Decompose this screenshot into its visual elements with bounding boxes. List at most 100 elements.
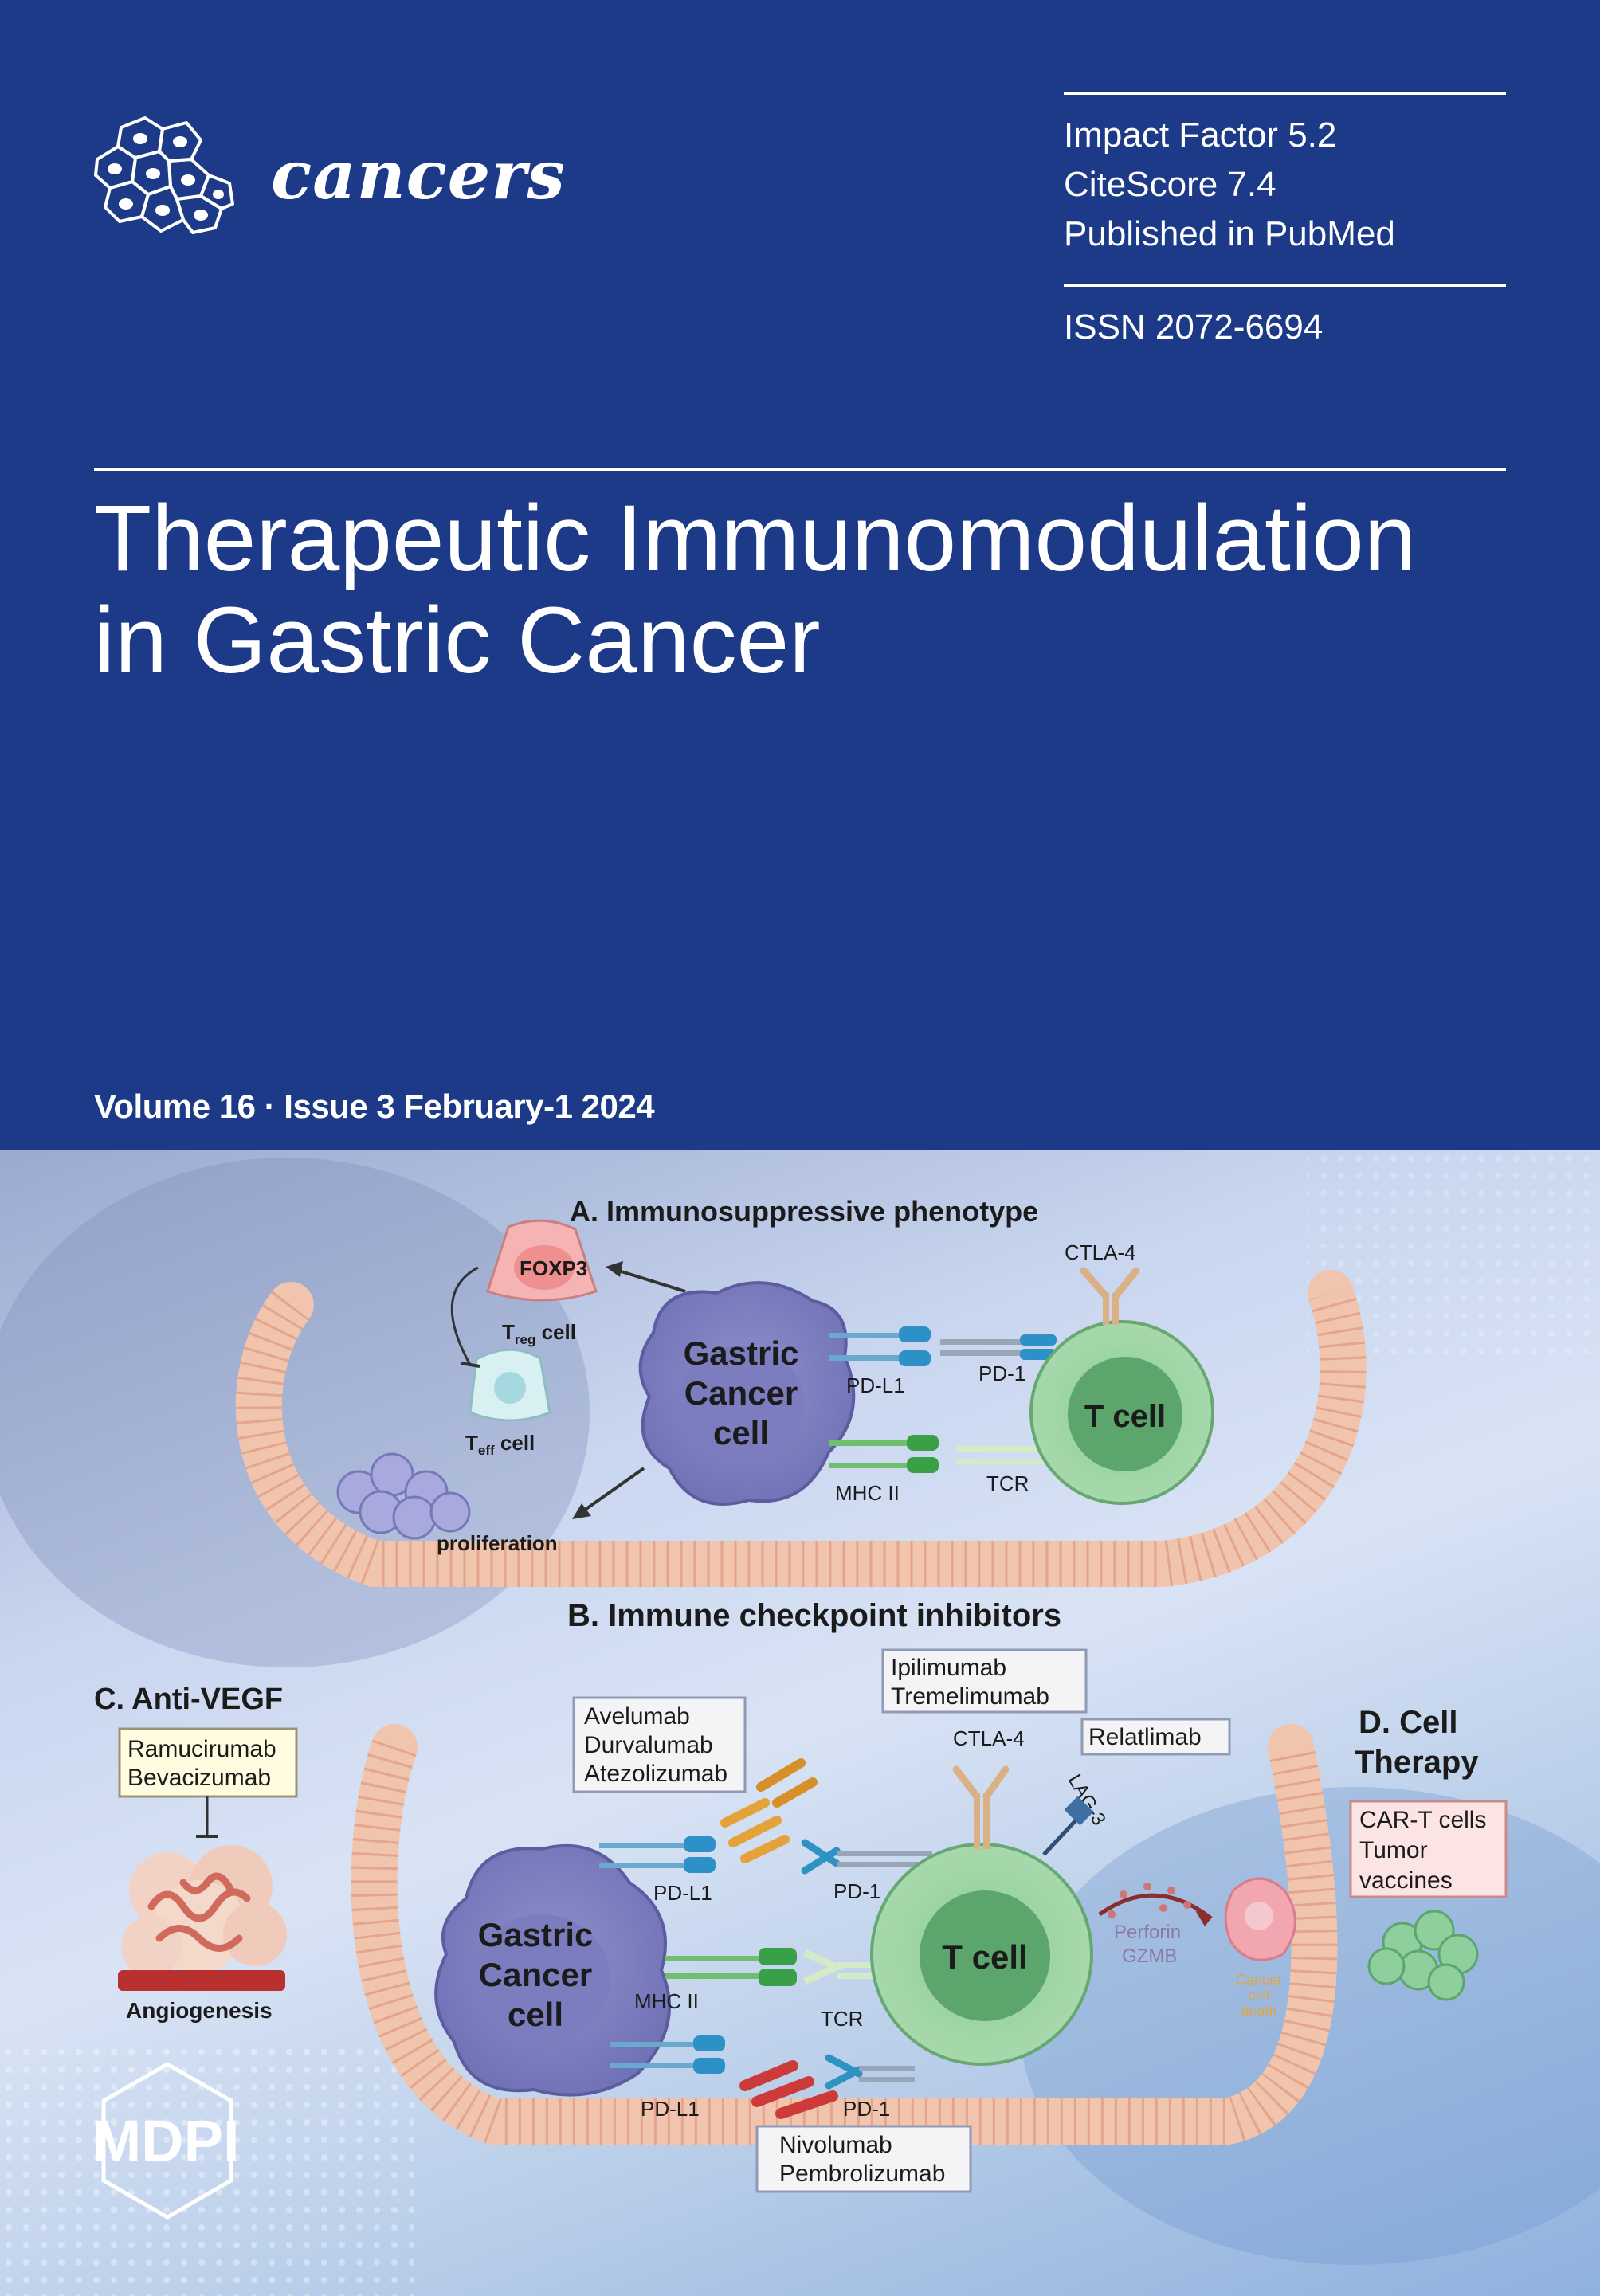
t-cell-label-a: T cell	[1084, 1399, 1166, 1434]
inhibition-arrow	[450, 1266, 479, 1365]
proliferation-cluster	[336, 1452, 471, 1540]
pdl1-label-b-top: PD-L1	[653, 1881, 712, 1905]
article-title-line-2: in Gastric Cancer	[94, 588, 821, 693]
cytotoxic-arrow	[1098, 1893, 1213, 1920]
treg-label: Treg cell	[502, 1320, 576, 1347]
inhibition-bar	[460, 1362, 480, 1368]
mhc2-label-a: MHC II	[835, 1481, 900, 1505]
ctla4-inhibitors-box	[881, 1648, 1088, 1714]
pdl1-pd1-interaction-b-top	[599, 1758, 932, 1875]
gastric-label-b-1: Gastric	[478, 1916, 594, 1953]
ramucirumab-label: Ramucirumab	[127, 1736, 276, 1762]
t-cell-nucleus-b	[920, 1890, 1050, 2021]
bg-dot-pattern	[0, 2042, 414, 2296]
article-title: Therapeutic Immunomodulation in Gastric …	[94, 488, 1528, 692]
tremelimumab-label: Tremelimumab	[891, 1683, 1049, 1710]
gastric-label-b-3: cell	[508, 1996, 563, 2033]
teff-nucleus	[494, 1372, 526, 1404]
mdpi-wordmark: MDPI	[92, 2108, 240, 2174]
panel-c: C. Anti-VEGF Ramucirumab Bevacizumab Ang…	[94, 1683, 298, 2023]
t-cell-nucleus-a	[1068, 1357, 1182, 1471]
atezolizumab-label: Atezolizumab	[584, 1761, 727, 1787]
article-title-line-1: Therapeutic Immunomodulation	[94, 486, 1417, 591]
tcr-label-a: TCR	[986, 1471, 1029, 1495]
metrics-bottom-divider	[1064, 284, 1506, 287]
cell-therapy-box	[1349, 1800, 1508, 1898]
tumor-vessel-icon	[121, 1845, 287, 1977]
panel-a-heading: A. Immunosuppressive phenotype	[570, 1195, 1038, 1228]
proliferation-label: proliferation	[437, 1531, 558, 1555]
treg-nucleus	[514, 1245, 575, 1290]
cancer-nucleus-b	[473, 1914, 610, 2042]
pd1-label-a: PD-1	[978, 1362, 1025, 1385]
issue-info: Volume 16 · Issue 3 February-1 2024	[94, 1087, 655, 1125]
pd1-label-b-bottom: PD-1	[843, 2097, 890, 2121]
arrowhead	[572, 1503, 591, 1519]
foxp3-label: FOXP3	[520, 1256, 587, 1280]
durvalumab-label: Durvalumab	[584, 1732, 713, 1758]
panel-c-heading: C. Anti-VEGF	[94, 1683, 283, 1716]
ctla4-receptor-b	[952, 1765, 1010, 1849]
t-cell-label-b: T cell	[942, 1938, 1027, 1976]
lag3-stem	[1042, 1819, 1077, 1856]
metrics-top-divider	[1064, 92, 1506, 95]
tcr-label-b: TCR	[821, 2007, 863, 2031]
avelumab-label: Avelumab	[584, 1703, 690, 1730]
figure-illustration: A. Immunosuppressive phenotype FOXP3 Tre…	[0, 1150, 1600, 2296]
epithelium-cells	[235, 1285, 1367, 1587]
cell-death-label-2: cell	[1248, 1988, 1269, 2004]
bevacizumab-label: Bevacizumab	[127, 1765, 271, 1791]
gastric-label-2: Cancer	[684, 1374, 798, 1412]
panel-d-heading-1: D. Cell	[1359, 1705, 1457, 1740]
panel-d-heading-2: Therapy	[1355, 1745, 1479, 1780]
gastric-label-3: cell	[713, 1414, 769, 1452]
blood-vessel	[118, 1970, 285, 1991]
pdl1-pd1-interaction-a	[829, 1326, 1057, 1366]
pd1-inhibitors-box	[755, 2125, 972, 2193]
cell-death-label-3: death	[1241, 2004, 1276, 2020]
epithelium-layer	[351, 1724, 1338, 2145]
title-divider	[94, 468, 1506, 471]
pubmed-status: Published in PubMed	[1064, 214, 1395, 253]
panel-b-heading: B. Immune checkpoint inhibitors	[567, 1598, 1061, 1633]
angiogenesis-label: Angiogenesis	[126, 1998, 273, 2023]
car-t-label: CAR-T cells	[1359, 1807, 1486, 1833]
pdl1-label-a: PD-L1	[846, 1373, 905, 1397]
ctla4-receptor-a	[1080, 1267, 1140, 1325]
panel-d: D. Cell Therapy CAR-T cells Tumor vaccin…	[1349, 1705, 1508, 2001]
citescore: CiteScore 7.4	[1064, 165, 1276, 204]
arrow-to-proliferation	[580, 1467, 645, 1514]
gastric-label-b-2: Cancer	[479, 1956, 592, 1993]
teff-label: Teff cell	[465, 1431, 535, 1458]
bg-blur-shape	[0, 1158, 590, 1667]
issn: ISSN 2072-6694	[1064, 308, 1324, 347]
arrow-to-treg	[613, 1268, 686, 1293]
tumor-label: Tumor	[1359, 1837, 1428, 1863]
journal-logo-icon	[94, 116, 234, 234]
ctla4-label-b: CTLA-4	[953, 1726, 1025, 1750]
perforin-label: Perforin	[1114, 1922, 1181, 1943]
relatlimab-label: Relatlimab	[1088, 1724, 1202, 1750]
cancer-nucleus-a	[677, 1346, 805, 1460]
pd1-label-b-top: PD-1	[833, 1879, 880, 1903]
pembrolizumab-label: Pembrolizumab	[779, 2161, 945, 2187]
cell-death-label-1: Cancer	[1236, 1972, 1282, 1988]
pdl1-pd1-interaction-b-bottom	[610, 2035, 915, 2119]
nivolumab-label: Nivolumab	[779, 2132, 892, 2158]
journal-name: cancers	[271, 135, 566, 214]
dying-cell-nucleus	[1245, 1902, 1273, 1930]
ipilimumab-label: Ipilimumab	[891, 1655, 1006, 1681]
gzmb-label: GZMB	[1122, 1945, 1177, 1967]
mdpi-logo: MDPI	[92, 2062, 240, 2220]
panel-a: A. Immunosuppressive phenotype FOXP3 Tre…	[235, 1195, 1367, 1587]
gastric-label-1: Gastric	[684, 1334, 799, 1372]
lag3-label: LAG-3	[1064, 1771, 1110, 1830]
mhc-tcr-interaction-a	[829, 1435, 1044, 1473]
lag3-receptor	[1064, 1796, 1094, 1826]
pdl1-inhibitors-box	[572, 1696, 747, 1793]
car-t-cells-icon	[1367, 1910, 1479, 2001]
mdpi-hexagon-icon	[101, 2062, 233, 2220]
mhc2-label-b: MHC II	[634, 1989, 699, 2013]
vaccines-label: vaccines	[1359, 1867, 1453, 1894]
